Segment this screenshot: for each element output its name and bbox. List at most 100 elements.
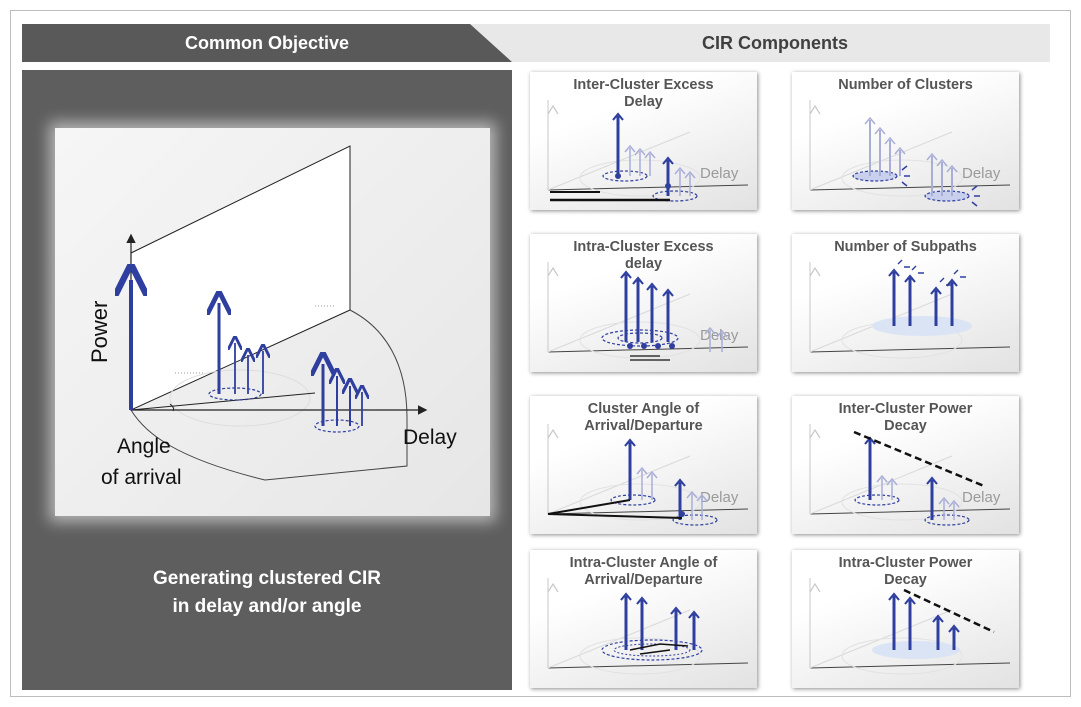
cluster-1-subpath-head — [894, 146, 906, 155]
cluster-2-subpath-head — [696, 493, 708, 502]
delay-axis — [547, 184, 749, 191]
delay-axis — [547, 662, 749, 669]
cluster-1-subpath-head — [886, 477, 898, 486]
power-axis-label: Power — [87, 301, 112, 363]
cluster-ellipse-outer — [601, 329, 679, 347]
cluster-1-subpath-head — [884, 136, 896, 145]
card-title-line-2: Delay — [624, 94, 663, 110]
power-axis-head — [547, 428, 559, 439]
power-axis-head — [547, 266, 559, 277]
subpath-arrow-head — [662, 288, 674, 297]
common-objective-header: Common Objective — [22, 24, 512, 62]
power-decay-line — [853, 430, 985, 488]
power-decay-line — [903, 588, 995, 634]
card-title-line-1: Intra-Cluster Angle of — [569, 555, 718, 571]
delay-axis — [809, 508, 1011, 515]
caption-line-1: Generating clustered CIR — [152, 568, 382, 589]
cluster-2-marks — [971, 185, 980, 207]
card-title-line-2: Arrival/Departure — [584, 572, 703, 588]
card-title-line-1: Cluster Angle of — [587, 401, 700, 417]
card-title-line-2: Decay — [884, 572, 927, 588]
subpath-arrow-head — [620, 592, 632, 601]
cluster-2-main-path-head — [674, 478, 686, 487]
cluster-1-subpath-head — [876, 474, 888, 483]
card-title-line-2: delay — [624, 256, 663, 272]
subpath-arrow-head — [930, 286, 942, 295]
card-title-line-2: Arrival/Departure — [584, 418, 703, 434]
subpath-arrow-head — [904, 596, 916, 605]
cluster-2-subpath-head — [926, 152, 938, 161]
cluster-ellipse — [854, 494, 900, 506]
subpath-arrow-head — [946, 278, 958, 287]
cluster-1-center — [615, 173, 621, 179]
angle-axis-label-line1: Angle — [117, 435, 171, 458]
card-title: Number of Subpaths — [792, 239, 1019, 256]
cluster-2-main-path-head — [926, 476, 938, 485]
subpath-arrow-head — [620, 270, 632, 279]
angle-arc-guide — [579, 637, 701, 675]
power-axis-head — [809, 582, 821, 593]
angle-arc-guide — [841, 483, 963, 521]
angle-arc-guide — [841, 159, 963, 197]
subpath-mark — [939, 277, 952, 286]
cluster-1-subpath-head — [874, 126, 886, 135]
subpath-arrow-head — [670, 606, 682, 615]
angle-axis — [130, 392, 316, 411]
subpath-arrow-head — [904, 274, 916, 283]
subpath-arrow-head — [646, 282, 658, 291]
subpath-arrow-head — [932, 614, 944, 623]
delay-axis-label: Delay — [962, 489, 1001, 506]
cluster-ellipse — [672, 514, 718, 526]
cluster-ellipse — [602, 170, 648, 182]
angle-arc-guide — [841, 637, 963, 675]
figure-frame — [10, 10, 1071, 697]
cluster-2-subpath-head — [936, 158, 948, 167]
cluster-ellipse — [601, 639, 703, 661]
cluster-2-subpath-head — [684, 170, 696, 179]
subpath-arrow-head — [948, 624, 960, 633]
cluster-1-subpath-head — [634, 147, 646, 156]
cir-components-title: CIR Components — [702, 32, 848, 53]
cluster-ellipse — [652, 190, 698, 202]
subpath-arrow-head — [636, 596, 648, 605]
cluster-ellipse — [924, 190, 970, 202]
subpath-dot — [627, 343, 633, 349]
angle-spread-lines — [629, 643, 689, 655]
delay-axis-label: Delay — [700, 165, 739, 182]
cluster-ellipse — [852, 170, 898, 182]
subpath-mark — [911, 265, 924, 274]
delay-axis — [809, 184, 1011, 191]
card-title-line-1: Intra-Cluster Excess — [573, 239, 714, 255]
cluster-2-subpath-head — [686, 490, 698, 499]
card-title-line-1: Inter-Cluster Power — [838, 401, 973, 417]
common-objective-title: Common Objective — [184, 32, 350, 53]
cluster-1-main-path-head — [612, 112, 624, 121]
card-number-of-subpaths: Number of Subpaths — [792, 234, 1019, 372]
cluster-2-center — [665, 183, 671, 189]
faded-subpath-head — [704, 326, 716, 335]
card-diagram — [547, 578, 749, 675]
power-axis-head — [809, 266, 821, 277]
subpath-dot — [655, 343, 661, 349]
card-title-line-1: Inter-Cluster Excess — [573, 77, 714, 93]
card-title-line-2: Decay — [884, 418, 927, 434]
cluster-ellipse — [610, 494, 656, 506]
card-title-line-1: Intra-Cluster Power — [838, 555, 973, 571]
angle-arc-guide — [579, 321, 701, 359]
cluster-1-marks — [901, 165, 910, 187]
card-title-line-1: Number of Subpaths — [834, 239, 977, 255]
cluster-1-subpath-head — [864, 116, 876, 125]
card-diagram: Delay — [547, 100, 749, 202]
angle-axis-label-line2: of arrival — [101, 466, 182, 489]
card-title-line-1: Number of Clusters — [838, 77, 973, 93]
cluster-1-subpath-head — [624, 144, 636, 153]
